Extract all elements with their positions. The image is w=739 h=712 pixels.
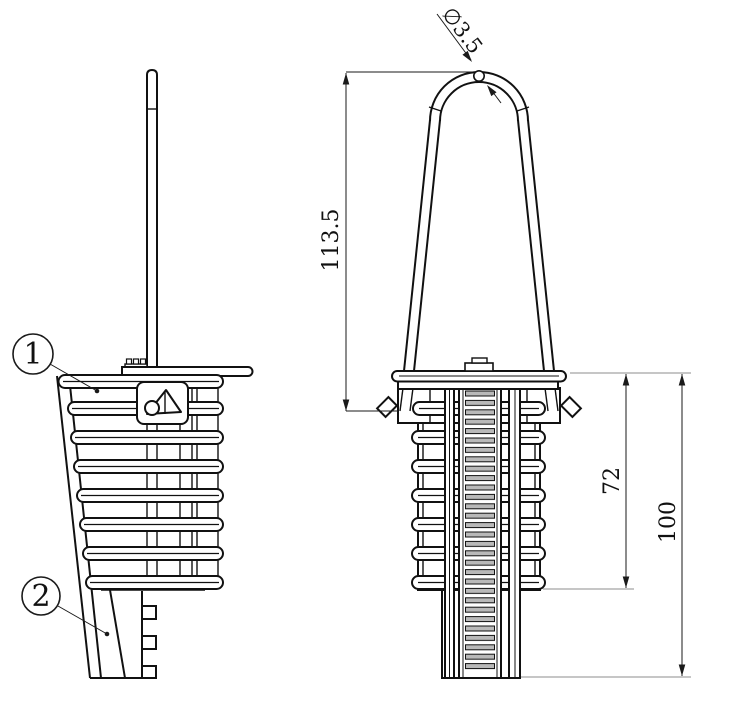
- balloon-1-circle: [12, 333, 54, 375]
- bail-rod-side: [146, 68, 158, 376]
- balloon-2-number: 2: [31, 579, 50, 614]
- channel-bars: [444, 380, 521, 679]
- top-cap-front: [391, 357, 567, 390]
- wire-cross-section: [472, 70, 485, 83]
- dim-bail-height-text: 113.5: [319, 209, 344, 272]
- dimension-wire-diameter: ∅3.5: [436, 3, 502, 104]
- front-view: [375, 70, 583, 679]
- dim-upper-body-text: 72: [600, 467, 625, 495]
- latch-bracket: [136, 381, 189, 425]
- top-plate-side: [121, 358, 254, 377]
- dim-overall-body-text: 100: [656, 501, 681, 543]
- side-tabs: [375, 395, 583, 419]
- dim-wire-diameter-text: ∅3.5: [437, 3, 487, 59]
- bail-front: [403, 71, 555, 372]
- side-view: [56, 68, 254, 679]
- balloon-1-number: 1: [23, 337, 42, 372]
- wedge-tail-side: [90, 589, 205, 679]
- callout-1: 1: [12, 333, 100, 394]
- dimension-bail-height: 113.5: [319, 71, 472, 412]
- balloon-2-circle: [21, 576, 61, 616]
- callout-2: 2: [21, 576, 110, 637]
- serrated-strip: [458, 380, 502, 679]
- dimension-overall-body-height: 100: [521, 374, 691, 678]
- dimension-upper-body-height: 72: [543, 372, 691, 590]
